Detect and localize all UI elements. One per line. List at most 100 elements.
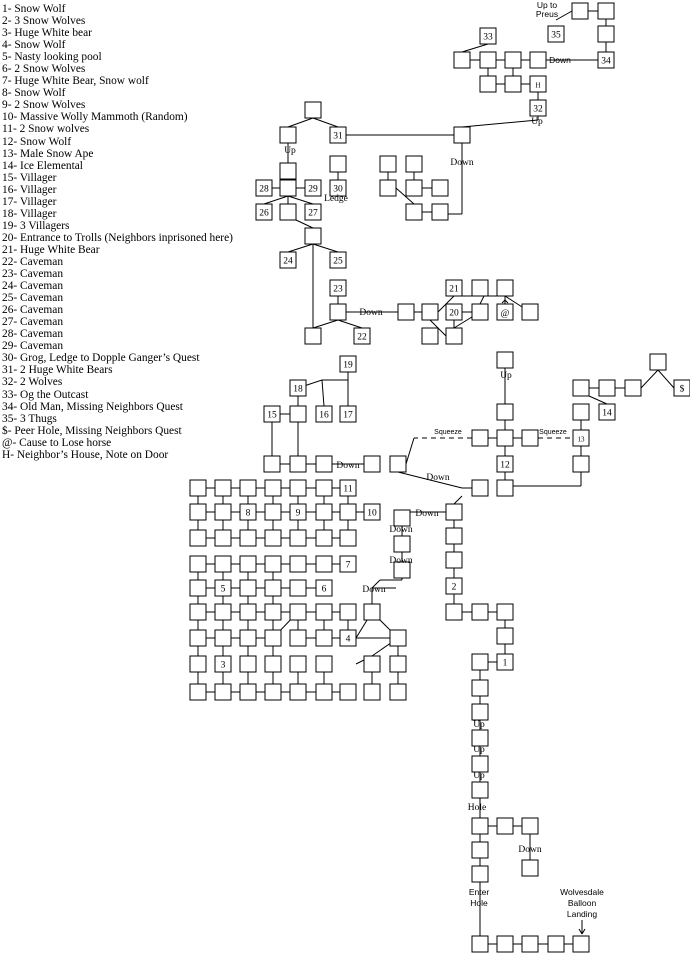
- room-box: [315, 479, 333, 497]
- legend-item: 12- Snow Wolf: [2, 135, 72, 148]
- room-box: [339, 405, 357, 423]
- room-box: [329, 279, 347, 297]
- numbered-room: 32: [529, 99, 547, 117]
- room-box: [389, 629, 407, 647]
- map-label: @: [501, 309, 510, 319]
- room: [471, 479, 489, 497]
- room-number: 25: [333, 257, 343, 267]
- room-box: [393, 561, 411, 579]
- room-box: [496, 817, 514, 835]
- map-label: Ledge: [324, 194, 348, 204]
- room-box: [445, 327, 463, 345]
- map-labels: DownDownDownUpSqueezeSqueezeDownDownDown…: [284, 0, 604, 919]
- numbered-room: 3: [214, 655, 232, 673]
- room-box: [315, 405, 333, 423]
- room-number: 33: [483, 33, 493, 43]
- room: [339, 529, 357, 547]
- map-label: Up: [284, 146, 296, 156]
- room-box: [496, 627, 514, 645]
- room-box: [289, 555, 307, 573]
- room: [304, 227, 322, 245]
- room-box: [239, 479, 257, 497]
- numbered-room: 1: [496, 653, 514, 671]
- passage-line: [555, 10, 573, 21]
- room-box: [397, 303, 415, 321]
- room: [379, 179, 397, 197]
- passage-line: [640, 369, 659, 389]
- room: [264, 629, 282, 647]
- map-label: Down: [362, 585, 385, 595]
- room-box: [289, 603, 307, 621]
- room-number: 35: [551, 31, 561, 41]
- room-box: [339, 555, 357, 573]
- room-box: [504, 75, 522, 93]
- room-box: [521, 817, 539, 835]
- room: [189, 555, 207, 573]
- numbered-room: 25: [329, 251, 347, 269]
- room-box: [572, 429, 590, 447]
- room: [239, 683, 257, 701]
- legend-item: 3- Huge White bear: [2, 27, 92, 40]
- room-box: [445, 303, 463, 321]
- room: [572, 379, 590, 397]
- room-box: [393, 535, 411, 553]
- room-box: [264, 603, 282, 621]
- room-box: [496, 303, 514, 321]
- room: [389, 455, 407, 473]
- room-box: [315, 655, 333, 673]
- room: [405, 155, 423, 173]
- room: [214, 683, 232, 701]
- map-label: Up to: [537, 0, 558, 10]
- room-box: [263, 455, 281, 473]
- legend-item: 14- Ice Elemental: [2, 159, 83, 172]
- room-number: 29: [308, 185, 318, 195]
- room: [598, 379, 616, 397]
- room: [471, 729, 489, 747]
- legend-item: 33- Og the Outcast: [2, 388, 89, 401]
- room-box: [431, 179, 449, 197]
- room-box: [363, 503, 381, 521]
- room: [393, 509, 411, 527]
- room-box: [189, 629, 207, 647]
- numbered-room: 12: [496, 455, 514, 473]
- room-box: [289, 379, 307, 397]
- room-number: 32: [533, 105, 543, 115]
- room-box: [304, 203, 322, 221]
- room-box: [363, 455, 381, 473]
- room-box: [496, 479, 514, 497]
- room-box: [521, 859, 539, 877]
- room-box: [315, 683, 333, 701]
- room-box: [289, 479, 307, 497]
- room-number: 21: [449, 285, 459, 295]
- room: [189, 579, 207, 597]
- room: [264, 603, 282, 621]
- numbered-room: 14: [598, 403, 616, 421]
- room: [279, 126, 297, 144]
- room-box: [289, 455, 307, 473]
- room: [521, 859, 539, 877]
- room-box: [239, 503, 257, 521]
- room: [214, 629, 232, 647]
- room-number: 11: [343, 485, 352, 495]
- room-box: [315, 629, 333, 647]
- room-box: [496, 403, 514, 421]
- room-box: [339, 503, 357, 521]
- room-box: [471, 303, 489, 321]
- legend-item: H- Neighbor’s House, Note on Door: [2, 448, 169, 461]
- room: [289, 683, 307, 701]
- numbered-room: 11: [339, 479, 357, 497]
- room: [315, 529, 333, 547]
- room-box: [264, 629, 282, 647]
- room-box: [214, 603, 232, 621]
- room-number: 34: [601, 57, 611, 67]
- room-box: [239, 655, 257, 673]
- room-box: [315, 579, 333, 597]
- room: [363, 655, 381, 673]
- room-number: 31: [333, 132, 343, 142]
- numbered-room: 9: [289, 503, 307, 521]
- numbered-room: 18: [289, 379, 307, 397]
- room: [315, 479, 333, 497]
- room-box: [315, 503, 333, 521]
